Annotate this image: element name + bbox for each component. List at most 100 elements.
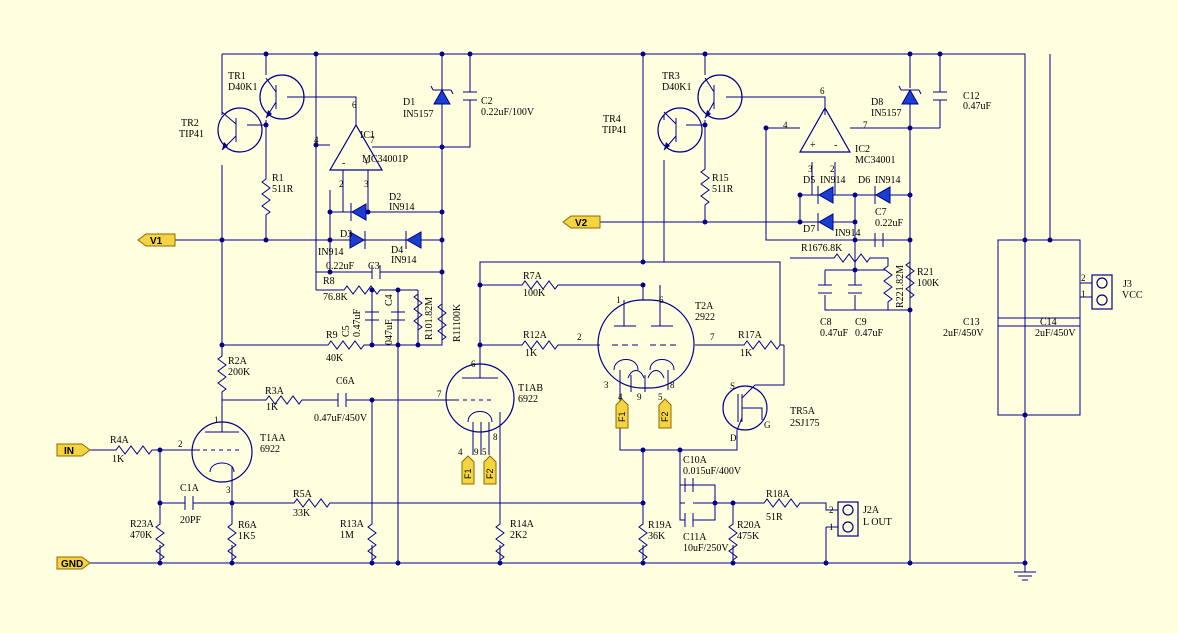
j3-value: VCC xyxy=(1122,290,1143,301)
resistor-r3a[interactable]: R3A 1K xyxy=(261,386,307,413)
t2a-pin3: 3 xyxy=(604,380,609,390)
resistor-r14a[interactable]: R14A 2K2 xyxy=(495,519,535,565)
resistor-r15[interactable]: R15 511R xyxy=(700,164,734,210)
resistor-r23a[interactable]: R23A 470K xyxy=(130,519,165,565)
tube-t2a[interactable]: 1 6 2 7 3 4 9 5 8 F1 F2 T2A 2922 xyxy=(577,295,715,429)
capacitor-c1a[interactable]: C1A 20PF xyxy=(180,483,202,526)
r7a-value: 100K xyxy=(523,288,546,299)
diode-d1[interactable]: D1 IN5157 xyxy=(403,85,454,120)
resistor-r8[interactable]: R8 76.8K xyxy=(323,276,385,303)
transistor-tr3[interactable]: TR3 D40K1 xyxy=(662,71,743,120)
tr2-ref: TR2 xyxy=(181,118,199,129)
r23a-ref: R23A xyxy=(130,519,155,530)
resistor-r20a[interactable]: R20A 475K xyxy=(728,519,762,565)
diode-d4[interactable]: D4 IN914 xyxy=(391,231,422,266)
resistor-r7a[interactable]: R7A 100K xyxy=(517,271,563,299)
resistor-r17a[interactable]: R17A 1K xyxy=(738,330,785,359)
resistor-r16[interactable]: R1676.8K xyxy=(801,243,875,263)
capacitor-c10a[interactable]: C10A 0.015uF/400V xyxy=(683,455,742,492)
opamp-ic1[interactable]: 6 4 7 2 3 - + IC1 MC34001P xyxy=(314,100,409,189)
transistor-tr5a[interactable]: S G D TR5A 2SJ175 xyxy=(722,381,819,443)
resistor-r11[interactable]: R11100K xyxy=(437,299,463,345)
resistor-r22[interactable]: R221.82M xyxy=(883,261,906,308)
capacitor-c6a[interactable]: C6A 0.47uF/450V xyxy=(314,376,368,424)
j2a-value: L OUT xyxy=(863,517,892,528)
t2a-ref: T2A xyxy=(695,301,714,312)
connector-j2a[interactable]: 2 1 J2A L OUT xyxy=(829,501,892,537)
r19a-ref: R19A xyxy=(648,520,673,531)
transistor-tr1[interactable]: TR1 D40K1 xyxy=(228,71,305,120)
ic1-pin2: 2 xyxy=(339,179,344,189)
capacitor-c4[interactable]: 047uF C4 xyxy=(384,294,405,345)
d2-value: IN914 xyxy=(389,202,415,213)
tr2-value: TIP41 xyxy=(179,129,204,140)
tube-t1aa[interactable]: 1 2 3 T1AA 6922 xyxy=(178,415,286,495)
opamp-ic2[interactable]: 6 4 7 3 2 + - IC2 MC34001 xyxy=(783,86,896,174)
diode-d7[interactable]: D7 IN914 xyxy=(803,213,861,239)
t1aa-pin1: 1 xyxy=(214,415,219,425)
d4-ref: D4 xyxy=(391,245,403,256)
c6a-ref: C6A xyxy=(336,376,356,387)
resistor-r18a[interactable]: R18A 51R xyxy=(759,489,805,523)
ground-icon xyxy=(1014,563,1036,581)
c12-ref: C12 xyxy=(963,91,980,102)
ic2-pin3: 3 xyxy=(808,164,813,174)
t1ab-f2: F2 xyxy=(485,468,495,479)
c1a-ref: C1A xyxy=(180,483,200,494)
d1-value: IN5157 xyxy=(403,109,434,120)
connector-j3[interactable]: 2 1 J3 VCC xyxy=(1081,273,1143,310)
capacitor-c7[interactable]: C7 0.22uF xyxy=(874,207,904,247)
capacitor-c9[interactable]: C9 0.47uF xyxy=(848,284,884,339)
tr3-value: D40K1 xyxy=(662,82,691,93)
t1ab-ref: T1AB xyxy=(518,383,543,394)
resistor-r5a[interactable]: R5A 33K xyxy=(289,489,335,519)
r8-value: 76.8K xyxy=(323,292,349,303)
capacitor-c3[interactable]: 0.22uF C3 xyxy=(326,261,381,279)
t2a-value: 2922 xyxy=(695,312,715,323)
resistor-r19a[interactable]: R19A 36K xyxy=(638,519,673,565)
r22-label: R221.82M xyxy=(895,265,906,308)
net-flag-gnd[interactable]: GND xyxy=(56,556,91,570)
diode-d8[interactable]: D8 IN5157 xyxy=(871,85,922,119)
r12a-value: 1K xyxy=(525,348,538,359)
ic2-pin6: 6 xyxy=(820,86,825,96)
capacitor-c8[interactable]: C8 0.47uF xyxy=(818,284,849,339)
tr5a-pin-d: D xyxy=(730,433,737,443)
tube-t1ab[interactable]: 6 7 8 4 9 5 F1 F2 T1AB 6922 xyxy=(437,359,543,485)
tr4-value: TIP41 xyxy=(602,125,627,136)
ic2-pin7: 7 xyxy=(863,120,868,130)
diode-d5[interactable]: D5 IN914 xyxy=(803,175,846,204)
tr5a-pin-s: S xyxy=(730,381,735,391)
capacitor-c14[interactable]: C14 2uF/450V xyxy=(1035,317,1076,339)
resistor-r4a[interactable]: R4A 1K xyxy=(110,435,157,465)
transistor-tr2[interactable]: TR2 TIP41 xyxy=(179,107,263,153)
capacitor-c13[interactable]: C13 2uF/450V xyxy=(943,317,984,339)
diode-d6[interactable]: D6 IN914 xyxy=(858,175,901,204)
net-flag-in-label: IN xyxy=(64,446,74,457)
capacitor-c2[interactable]: C2 0.22uF/100V xyxy=(463,91,535,118)
t1aa-value: 6922 xyxy=(260,444,280,455)
t2a-pin5: 5 xyxy=(658,392,663,402)
resistor-r6a[interactable]: R6A 1K5 xyxy=(227,519,258,565)
net-flag-v2[interactable]: V2 xyxy=(562,215,601,229)
capacitor-c11a[interactable]: C11A 10uF/250V xyxy=(683,513,729,554)
resistor-r9[interactable]: R9 40K xyxy=(323,330,369,364)
resistor-r13a[interactable]: R13A 1M xyxy=(340,519,377,565)
resistor-r2a[interactable]: R2A 200K xyxy=(217,351,251,397)
c11a-ref: C11A xyxy=(683,532,707,543)
resistor-r21[interactable]: R21 100K xyxy=(905,257,940,303)
resistor-r1[interactable]: R1 511R xyxy=(261,173,294,220)
capacitor-c12[interactable]: C12 0.47uF xyxy=(933,91,992,112)
j2a-pin1: 1 xyxy=(829,522,834,532)
resistor-r10[interactable]: R101.82M xyxy=(413,289,435,340)
net-flag-in[interactable]: IN xyxy=(56,443,91,457)
resistor-r12a[interactable]: R12A 1K xyxy=(517,330,563,359)
transistor-tr4[interactable]: TR4 TIP41 xyxy=(602,107,703,153)
diode-d2[interactable]: D2 IN914 xyxy=(350,192,415,221)
capacitor-c5[interactable]: C5 0.47uF xyxy=(341,309,379,338)
net-flag-v1[interactable]: V1 xyxy=(137,233,176,247)
tr4-ref: TR4 xyxy=(603,114,621,125)
diode-d3[interactable]: D3 IN914 xyxy=(318,229,366,258)
t2a-pin2: 2 xyxy=(577,332,582,342)
